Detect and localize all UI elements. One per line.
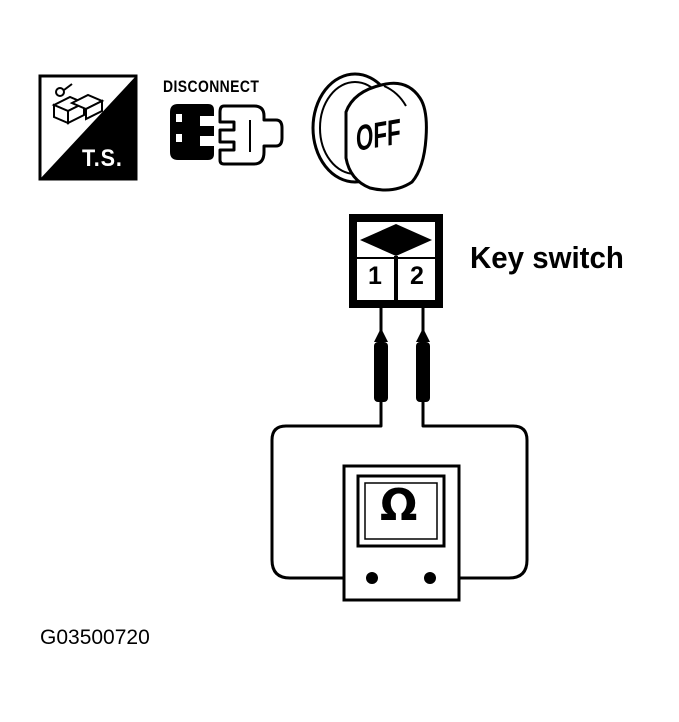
figure-id: G03500720 bbox=[40, 626, 150, 649]
ts-label: T.S. bbox=[82, 145, 123, 172]
terminal-2-label: 2 bbox=[410, 262, 424, 290]
connector-disconnect-icon bbox=[170, 104, 284, 166]
ohm-symbol: Ω bbox=[380, 480, 418, 531]
meter-terminal-negative bbox=[366, 572, 378, 584]
ts-battery-icon bbox=[38, 74, 138, 181]
key-switch-label: Key switch bbox=[470, 240, 624, 275]
probe-handles bbox=[374, 328, 430, 402]
ohmmeter bbox=[342, 464, 461, 602]
meter-terminal-positive bbox=[424, 572, 436, 584]
key-switch-connector bbox=[349, 214, 443, 308]
ignition-key-off-icon bbox=[311, 72, 428, 192]
disconnect-label: DISCONNECT bbox=[163, 77, 260, 96]
test-leads bbox=[270, 402, 529, 580]
terminal-1-label: 1 bbox=[368, 262, 382, 290]
ignition-off-label: OFF bbox=[356, 110, 401, 159]
